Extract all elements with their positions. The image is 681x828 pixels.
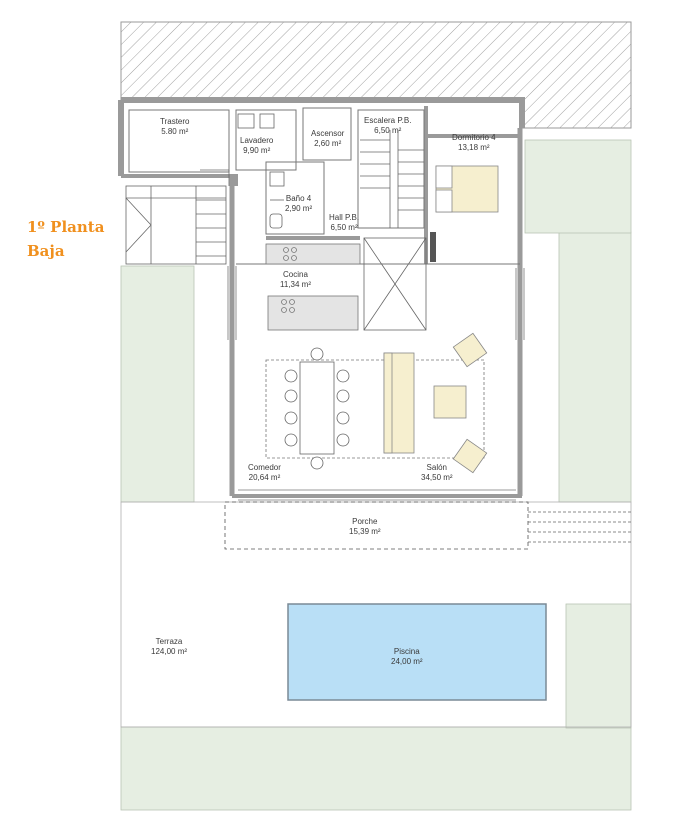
room-area: 2,60 m² [314, 139, 342, 148]
label-escalera: Escalera P.B. 6,50 m² [364, 116, 411, 136]
bathroom-fixtures [269, 171, 285, 229]
hatched-neighbour-zone [120, 21, 632, 129]
label-trastero: Trastero 5.80 m² [160, 117, 190, 137]
room-name: Piscina [393, 647, 420, 656]
garden-right [558, 231, 632, 503]
label-dormitorio: Dormitorio 4 13,18 m² [452, 133, 496, 153]
garden-areas [120, 139, 632, 811]
room-area: 9,90 m² [243, 146, 271, 155]
room-area: 24,00 m² [391, 657, 423, 666]
room-name: Dormitorio 4 [452, 133, 496, 142]
porch-steps [528, 511, 631, 543]
interior-walls [128, 107, 520, 265]
label-cocina: Cocina 11,34 m² [280, 270, 311, 290]
floor-title-line2: Baja [27, 242, 65, 260]
left-stair [125, 185, 227, 265]
garden-bottom-right [565, 603, 632, 729]
room-name: Terraza [155, 637, 183, 646]
room-name: Porche [352, 517, 378, 526]
room-name: Hall P.B. [329, 213, 360, 222]
room-area: 124,00 m² [151, 647, 188, 656]
label-salon: Salón 34,50 m² [421, 463, 453, 483]
main-stair [360, 130, 424, 228]
room-name: Trastero [160, 117, 190, 126]
room-name: Cocina [283, 270, 308, 279]
room-name: Salón [426, 463, 448, 472]
room-area: 6,50 m² [330, 223, 358, 232]
label-piscina: Piscina 24,00 m² [391, 647, 423, 667]
garden-bottom [120, 726, 632, 811]
label-comedor: Comedor 20,64 m² [248, 463, 281, 483]
room-area: 6,50 m² [374, 126, 402, 135]
label-hall: Hall P.B. 6,50 m² [329, 213, 359, 233]
room-area: 13,18 m² [458, 143, 490, 152]
double-height-void [363, 237, 427, 331]
label-porche: Porche 15,39 m² [349, 517, 381, 537]
room-area: 2,90 m² [285, 204, 313, 213]
floor-title-line1: 1º Planta [27, 218, 105, 236]
room-area: 20,64 m² [248, 473, 281, 482]
kitchen [265, 243, 361, 331]
room-area: 15,39 m² [349, 527, 381, 536]
living-furniture [383, 332, 488, 474]
bedroom-closet [430, 232, 436, 262]
floor-title: 1º Planta Baja [27, 215, 104, 263]
room-area: 11,34 m² [280, 280, 311, 289]
room-name: Lavadero [240, 136, 274, 145]
pool [287, 603, 547, 701]
label-lavadero: Lavadero 9,90 m² [240, 136, 273, 156]
living-rug [265, 359, 485, 459]
label-ascensor: Ascensor 2,60 m² [311, 129, 344, 149]
room-name: Baño 4 [285, 194, 312, 203]
room-area: 5.80 m² [161, 127, 189, 136]
garden-right-strip [524, 139, 632, 234]
room-name: Ascensor [311, 129, 345, 138]
windows [227, 266, 525, 501]
room-area: 34,50 m² [421, 473, 453, 482]
room-name: Comedor [248, 463, 281, 472]
dining-table [284, 347, 350, 470]
label-bano: Baño 4 2,90 m² [285, 194, 312, 214]
room-name: Escalera P.B. [364, 116, 412, 125]
laundry-fixtures [200, 113, 275, 186]
bed [435, 165, 499, 213]
label-terraza: Terraza 124,00 m² [151, 637, 187, 657]
garden-left [120, 265, 195, 503]
